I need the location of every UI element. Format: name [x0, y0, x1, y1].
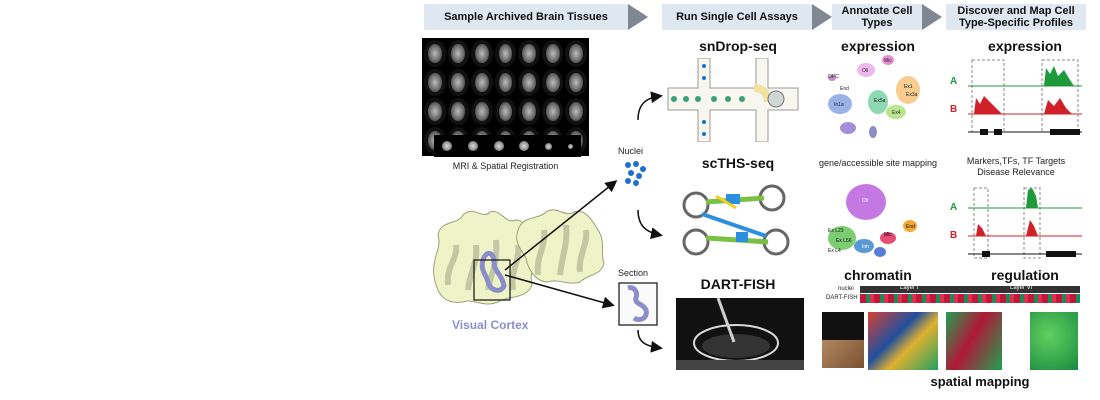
header-annotate-cell-types: Annotate Cell Types	[832, 4, 922, 30]
expression-tracks: A B	[950, 59, 1082, 135]
umap-expr-label-in: In1a	[834, 102, 844, 108]
section-label: Section	[618, 268, 649, 278]
header-arrow-1	[628, 4, 648, 30]
assay-title-dartfish: DART-FISH	[700, 276, 776, 292]
header-sample-tissues: Sample Archived Brain Tissues	[424, 4, 628, 30]
dartfish-signal-strip	[860, 294, 1080, 303]
spatial-tissue-photo	[822, 340, 864, 368]
visual-cortex-label: Visual Cortex	[452, 318, 529, 332]
umap-expr-label-opc: OPC	[828, 74, 839, 80]
umap-expr-label-mic: Mic	[884, 58, 892, 64]
mapping-caption: gene/accessible site mapping	[818, 158, 938, 168]
visual-cortex-illustration	[433, 209, 605, 305]
assay-title-scths: scTHS-seq	[701, 155, 775, 171]
header-arrow-3	[922, 4, 942, 30]
umap-chrom-label-exl56: Ex L56	[836, 238, 852, 244]
spatial-panel-2	[946, 312, 1002, 370]
cortex-selection-box	[473, 259, 511, 301]
umap-chrom-label-inh: Inh	[862, 244, 869, 250]
discover-expression-title: expression	[988, 38, 1062, 54]
annotate-expression-title: expression	[841, 38, 915, 54]
track-a-label-expr: A	[950, 76, 957, 87]
header-discover-profiles: Discover and Map Cell Type-Specific Prof…	[946, 4, 1086, 30]
disease-caption: Disease Relevance	[977, 167, 1055, 177]
assay-title-sndrop: snDrop-seq	[699, 38, 777, 54]
spatial-panel-1	[868, 312, 938, 370]
sndrop-microfluidic-diagram	[667, 58, 799, 142]
umap-chrom-label-mic: Mic	[884, 232, 892, 238]
umap-expr-label-oli: Oli	[862, 68, 868, 74]
mri-bottom-strip	[434, 135, 581, 157]
markers-caption: Markers,TFs, TF Targets	[966, 156, 1066, 166]
umap-expr-label-ex3a: Ex3a	[906, 92, 918, 98]
chromatin-umap: Oli Ex L23 Ex L56 Ex L4 Inh Mic End	[828, 184, 917, 257]
cortex-arrows	[504, 180, 618, 309]
umap-chrom-label-exl23: Ex L23	[828, 228, 844, 234]
annotate-chromatin-title: chromatin	[844, 267, 912, 283]
layer-vi-label: Layer VI	[1010, 285, 1033, 291]
dartfish-nuclei-strip: Layer I Layer VI	[860, 285, 1080, 293]
umap-expr-label-ex1: Ex1	[904, 84, 913, 90]
umap-chrom-label-oli: Oli	[862, 198, 868, 204]
track-b-label-expr: B	[950, 104, 957, 115]
regulation-tracks: A B	[950, 187, 1082, 259]
nuclei-dots	[625, 161, 646, 186]
umap-expr-label-ex5a: Ex5a	[874, 98, 886, 104]
scths-transposome-diagram	[682, 184, 790, 256]
section-thumbnail	[618, 282, 658, 326]
spatial-mapping-title: spatial mapping	[930, 374, 1030, 389]
layer-i-label: Layer I	[900, 285, 919, 291]
nuclei-label: Nuclei	[618, 146, 644, 156]
umap-chrom-label-exl4: Ex L4	[828, 248, 841, 254]
dartfish-row-label: DART-FISH	[826, 295, 858, 301]
umap-expr-label-ex4: Ex4	[892, 110, 901, 116]
track-a-label-reg: A	[950, 202, 957, 213]
spatial-panel-3	[1030, 312, 1078, 370]
mri-caption: MRI & Spatial Registration	[452, 161, 559, 171]
umap-chrom-label-end: End	[906, 224, 915, 230]
nuclei-row-label: nuclei	[838, 286, 854, 292]
regulation-title: regulation	[991, 267, 1059, 283]
umap-expr-label-end: End	[840, 86, 849, 92]
assay-arrows	[637, 91, 663, 353]
expression-umap: Oli Mic Ex1 Ex3a Ex4 Ex5a In1a OPC End	[828, 55, 920, 138]
header-arrow-2	[812, 4, 832, 30]
dartfish-photo	[676, 297, 804, 370]
track-b-label-reg: B	[950, 230, 957, 241]
header-single-cell-assays: Run Single Cell Assays	[662, 4, 812, 30]
